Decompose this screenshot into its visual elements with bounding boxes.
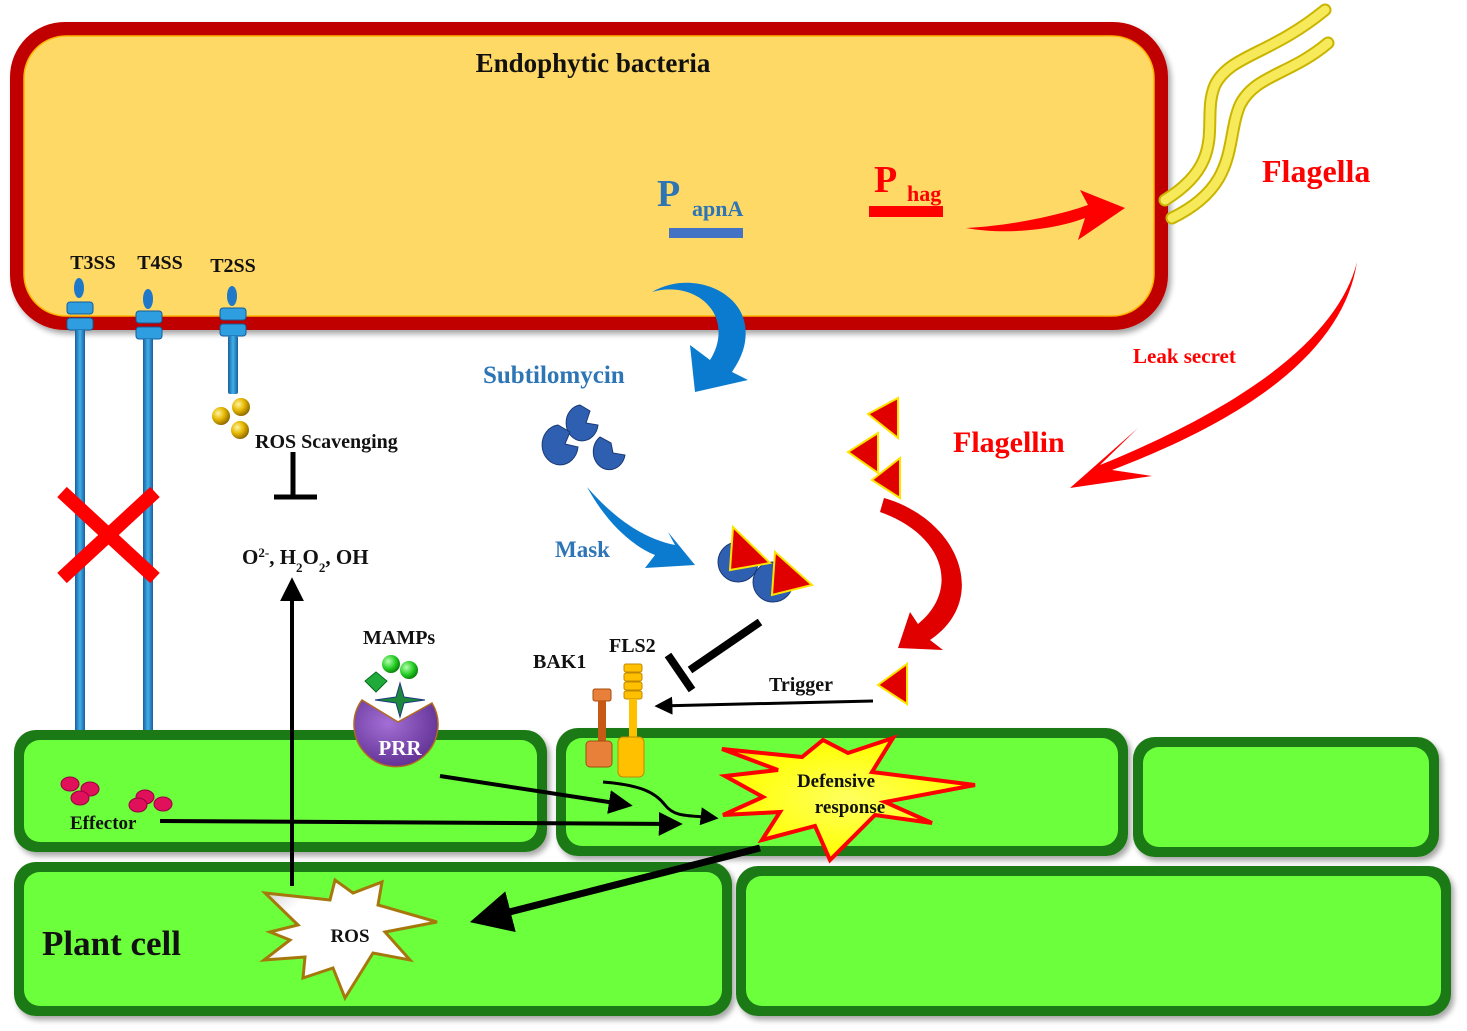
flagellin-flow-arrow-icon <box>880 498 962 650</box>
t2ss-label: T2SS <box>210 255 256 277</box>
mask-label: Mask <box>555 537 610 562</box>
trigger-label: Trigger <box>769 674 833 696</box>
plant-cell-label: Plant cell <box>42 924 181 963</box>
promoter-apnA-letter: P <box>657 173 680 215</box>
effector-label: Effector <box>70 813 137 834</box>
bak1-receptor-icon <box>585 688 613 768</box>
flagella-label: Flagella <box>1262 153 1370 189</box>
mamps-label: MAMPs <box>363 627 435 649</box>
ros-label: ROS <box>330 926 369 947</box>
masked-flagellin-complex-icon <box>717 524 815 603</box>
secretion-system-t4ss: T4SS <box>135 252 183 789</box>
flagellin-molecules-icon <box>846 396 901 500</box>
prr-signal-arrow-icon <box>439 774 633 814</box>
promoter-hag-letter: P <box>874 159 897 201</box>
effector-arrow-icon <box>159 811 683 836</box>
t3ss-label: T3SS <box>70 252 116 274</box>
expression-arrow-icon <box>966 190 1125 240</box>
flagella-icon <box>1158 3 1335 225</box>
mamps-molecules-icon <box>364 655 426 719</box>
ros-scavenging-label: ROS Scavenging <box>255 431 398 453</box>
flagellin-label: Flagellin <box>953 426 1065 459</box>
fls2-label: FLS2 <box>609 635 656 657</box>
bak1-label: BAK1 <box>533 651 586 673</box>
ros-burst-icon: ROS <box>259 877 438 1002</box>
inhibition-icon <box>274 452 317 500</box>
leak-secret-label: Leak secret <box>1133 344 1236 368</box>
prr-receptor-icon: PRR <box>353 698 439 768</box>
subtilomycin-molecules-icon <box>541 404 626 471</box>
mask-arrow-icon <box>587 487 695 568</box>
ros-species-label: O2-, H2O2, OH <box>242 545 369 575</box>
endophytic-bacterium: Endophytic bacteria <box>10 22 1168 330</box>
promoter-apnA-subscript: apnA <box>692 196 743 221</box>
prr-label: PRR <box>378 736 422 760</box>
t4ss-label: T4SS <box>137 252 183 274</box>
defensive-response-label-line2: response <box>815 797 885 818</box>
fls2-inhibition-icon <box>664 618 763 693</box>
promoter-apnA: P apnA <box>657 173 743 238</box>
defensive-response-label-line1: Defensive <box>797 771 875 792</box>
blocked-cross-icon <box>57 486 160 584</box>
secretion-arrow-icon <box>652 282 748 392</box>
trigger-arrow-icon <box>654 696 874 715</box>
defense-to-ros-arrow-icon <box>469 844 761 933</box>
leak-secret-arrow-icon <box>1070 262 1357 488</box>
trigger-flagellin-icon <box>876 662 908 706</box>
plant-tissue <box>14 728 1451 1016</box>
promoter-hag: P hag <box>869 159 943 217</box>
subtilomycin-label: Subtilomycin <box>483 362 625 389</box>
defensive-response-burst-icon: Defensive response <box>718 734 976 864</box>
effector-molecules-icon <box>60 776 173 813</box>
promoter-hag-subscript: hag <box>907 181 941 206</box>
fls2-receptor-icon <box>617 663 645 778</box>
scavenger-molecules-icon <box>212 398 250 439</box>
secretion-system-t2ss: T2SS <box>210 255 256 394</box>
bacterium-title: Endophytic bacteria <box>476 48 711 78</box>
signal-merge-line-icon <box>602 780 719 826</box>
